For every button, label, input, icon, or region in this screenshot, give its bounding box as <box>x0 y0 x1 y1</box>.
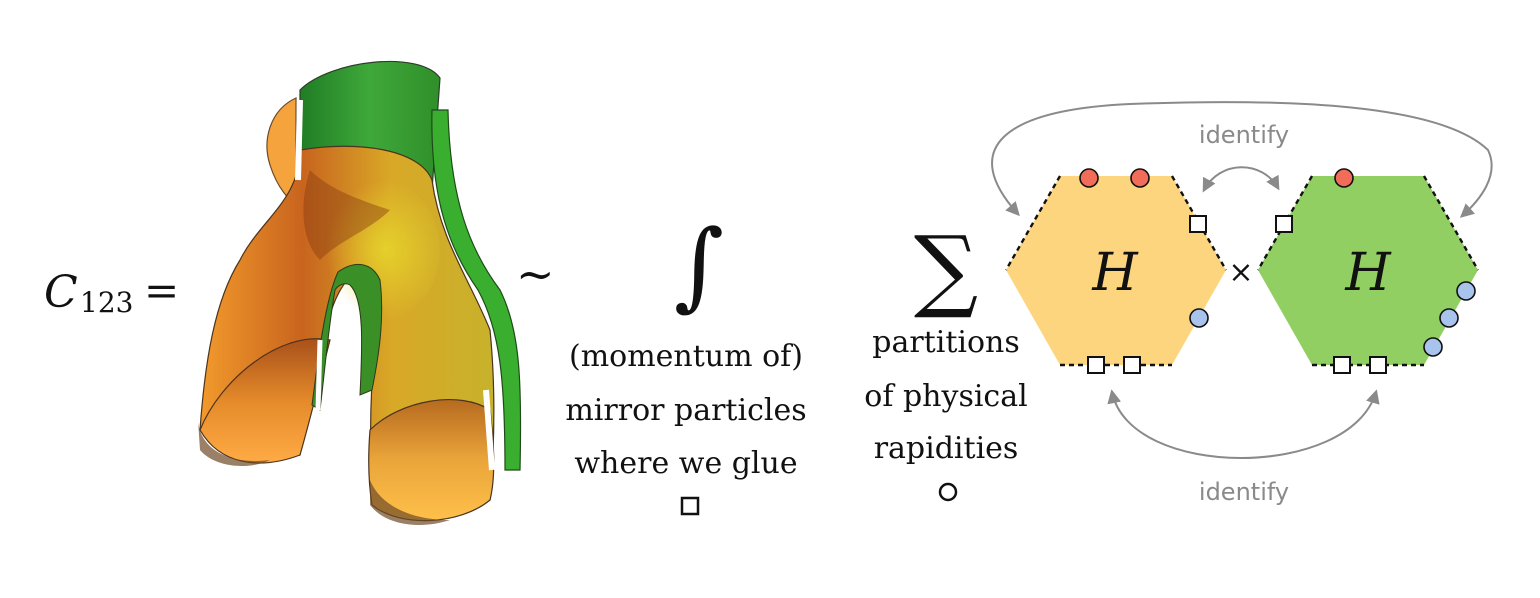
integral-sign: ∫ <box>674 209 724 321</box>
mirror-square-marker <box>1123 356 1141 374</box>
surface-cut-line-left <box>295 99 303 181</box>
integral-caption-line1: (momentum of) <box>569 339 803 374</box>
hexagon-left: H <box>1004 168 1228 374</box>
hexagon-left-fill <box>1006 176 1226 365</box>
bottom-identify-label: identify <box>1199 478 1289 506</box>
top-identify-arrow <box>1202 166 1280 193</box>
mirror-square-marker <box>1087 356 1105 374</box>
sum-caption-line3: rapidities <box>874 431 1019 466</box>
physical-circle-marker <box>938 482 958 502</box>
bottom-identify-arrow <box>1107 389 1380 459</box>
red-marker <box>1130 168 1150 188</box>
red-marker <box>1079 168 1099 188</box>
surface-right-cuff <box>370 480 450 525</box>
hexagon-left-dashed-edge-upper-left <box>1004 175 1062 271</box>
surface-cut-line-right <box>483 389 495 471</box>
mirror-square-marker <box>1189 215 1207 233</box>
hexagon-right-dashed-edge-upper-right <box>1422 175 1480 271</box>
hexagon-right-label: H <box>1344 243 1392 303</box>
mirror-square-marker <box>1275 215 1293 233</box>
equals-sign: = <box>144 266 179 315</box>
hexagon-right: H <box>1256 168 1480 374</box>
surface-left-cuff <box>198 420 270 466</box>
blue-marker <box>1423 337 1443 357</box>
lhs-symbol: C <box>44 267 78 318</box>
surface-crotch <box>311 264 383 411</box>
red-marker <box>1334 168 1354 188</box>
integral-block: ∫ (momentum of) mirror particles where w… <box>565 209 807 516</box>
outer-identify-arrow <box>991 101 1493 218</box>
pair-of-pants-surface <box>198 60 522 525</box>
blue-marker <box>1189 308 1209 328</box>
integral-caption-line2: mirror particles <box>565 393 806 428</box>
lhs-subscript: 123 <box>80 286 133 319</box>
blue-marker <box>1439 308 1459 328</box>
sum-sign: ∑ <box>914 217 978 322</box>
mirror-square-marker <box>1333 356 1351 374</box>
sum-caption-line2: of physical <box>864 379 1027 414</box>
mirror-square-marker <box>1369 356 1387 374</box>
top-identify-label: identify <box>1199 121 1289 149</box>
sum-caption-line1: partitions <box>872 325 1020 360</box>
integral-caption-line3: where we glue <box>574 446 797 481</box>
glue-square-marker <box>680 496 700 516</box>
lhs-expression: C 123 = <box>44 266 179 319</box>
surface-cut-line-mid <box>315 339 323 411</box>
identify-arrows: identify identify <box>991 101 1493 506</box>
surface-shadow <box>303 170 390 260</box>
sum-block: ∑ partitions of physical rapidities <box>864 217 1028 502</box>
hexagon-right-fill <box>1258 176 1478 365</box>
hexagon-left-label: H <box>1091 243 1139 303</box>
blue-marker <box>1456 281 1476 301</box>
tilde-sign: ~ <box>516 247 555 301</box>
surface-right-strip <box>431 109 522 471</box>
times-sign: × <box>1228 255 1253 290</box>
